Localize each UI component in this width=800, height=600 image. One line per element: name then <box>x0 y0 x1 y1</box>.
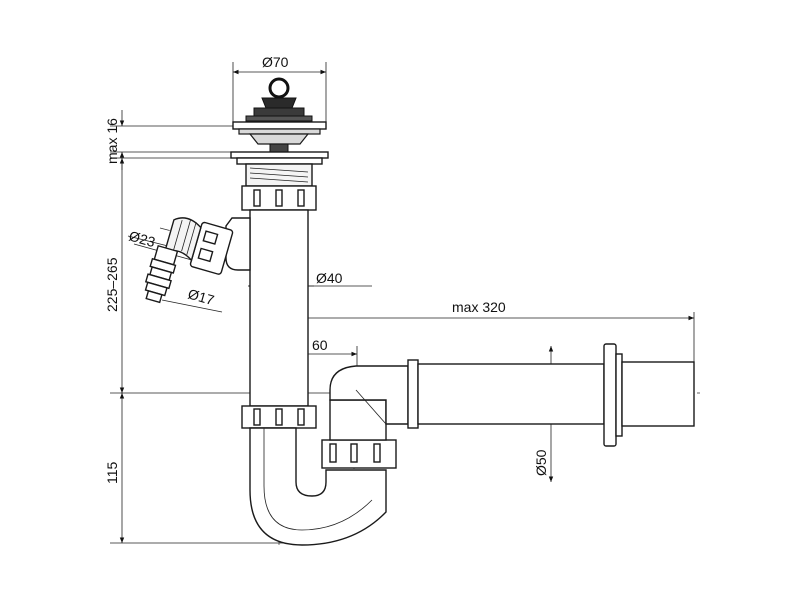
dim-height-upper: 225–265 <box>104 257 120 312</box>
sink-strainer <box>230 77 329 187</box>
dimension-labels: Ø70 max 16 225–265 115 Ø23 Ø17 Ø40 60 ma… <box>104 54 549 484</box>
dim-max-length: max 320 <box>452 299 506 315</box>
dim-d-hose-outer: Ø23 <box>127 228 157 251</box>
dim-offset: 60 <box>312 337 328 353</box>
dim-max-height: max 16 <box>104 118 120 164</box>
dimension-lines <box>110 62 695 544</box>
hose-nozzle <box>144 244 179 304</box>
dim-d-outlet: Ø50 <box>533 449 549 476</box>
vertical-tube <box>225 185 317 429</box>
horizontal-outlet <box>407 343 695 447</box>
center-lines <box>159 140 700 545</box>
u-trap <box>249 365 409 546</box>
dim-d-hose-inner: Ø17 <box>186 286 216 309</box>
dim-d-tube: Ø40 <box>316 270 343 286</box>
dim-height-lower: 115 <box>104 461 120 484</box>
dim-d-top: Ø70 <box>262 54 289 70</box>
